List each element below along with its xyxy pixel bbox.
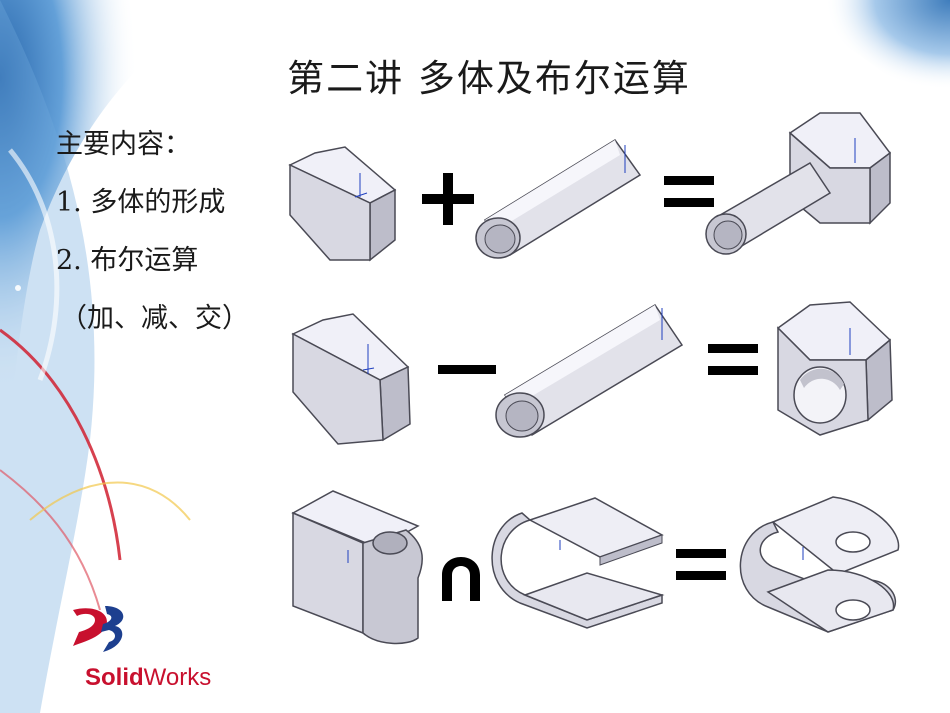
bolt-result-part (705, 112, 892, 255)
list-item: 1. 多体的形成 (56, 187, 226, 218)
equals-operator-icon (708, 344, 758, 375)
equals-operator-icon (664, 176, 714, 207)
plus-operator-icon (422, 173, 474, 225)
clip-result-part (739, 496, 900, 633)
hex-prism-part (288, 146, 397, 262)
cylinder-part (475, 138, 642, 259)
cylinder-part (495, 303, 684, 438)
hex-nut-result-part (776, 301, 893, 436)
ds-logo-icon (73, 606, 124, 652)
page-title: 第二讲 多体及布尔运算 (287, 57, 691, 100)
minus-operator-icon (438, 365, 496, 374)
logo-text-bold: Solid (85, 664, 144, 691)
list-item: （加、减、交） (60, 303, 249, 334)
hex-prism-part (291, 313, 411, 445)
equals-operator-icon (676, 549, 726, 580)
intersect-operator-icon (442, 557, 480, 601)
content-heading: 主要内容： (56, 129, 191, 160)
bent-plate-part (491, 497, 665, 629)
solidworks-logo: SolidWorks (60, 602, 220, 702)
logo-text-regular: Works (143, 664, 212, 691)
list-item: 2. 布尔运算 (56, 245, 199, 276)
rounded-block-part (291, 490, 423, 645)
